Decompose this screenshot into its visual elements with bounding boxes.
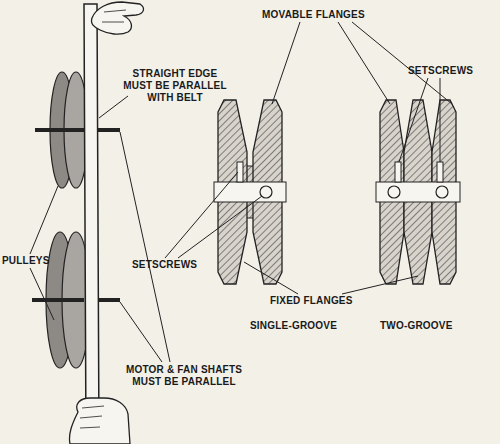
callout-label: SINGLE-GROOVE <box>250 320 345 332</box>
upper-hand <box>91 2 143 34</box>
setscrew-hole <box>388 186 400 198</box>
lower-hand <box>69 398 130 444</box>
leader-line <box>178 196 262 258</box>
callout-label: FIXED FLANGES <box>270 295 370 307</box>
lower-shaft-end <box>98 298 120 302</box>
leader-line <box>352 22 452 104</box>
leader-line <box>120 132 170 362</box>
shaft-bore <box>376 182 460 202</box>
upper-shaft <box>35 128 84 132</box>
setscrew <box>395 162 401 182</box>
leader-line <box>272 22 300 104</box>
lower-shaft <box>32 298 84 302</box>
leader-lines <box>30 22 452 362</box>
upper-shaft-end <box>97 128 120 132</box>
leader-line <box>244 262 298 294</box>
callout-label: SETSCREWS <box>408 65 488 77</box>
leader-line <box>165 172 238 258</box>
callout-label: TWO-GROOVE <box>380 320 470 332</box>
setscrew <box>437 162 443 182</box>
leader-line <box>99 96 128 118</box>
callout-label: STRAIGHT EDGE MUST BE PARALLEL WITH BELT <box>120 68 230 104</box>
callout-label: MOVABLE FLANGES <box>262 9 392 21</box>
leader-line <box>342 276 418 294</box>
finger-lines <box>80 406 104 428</box>
leader-line <box>120 302 162 362</box>
finger-lines <box>102 10 126 22</box>
callout-label: SETSCREWS <box>132 259 212 271</box>
leader-line <box>440 78 441 162</box>
leader-line <box>338 22 390 104</box>
leader-line <box>30 186 58 254</box>
shaft-bore <box>214 182 286 202</box>
straight-edge <box>84 4 99 442</box>
callout-label: PULLEYS <box>2 255 64 267</box>
callout-label: MOTOR & FAN SHAFTS MUST BE PARALLEL <box>120 364 248 388</box>
leader-line <box>399 78 428 162</box>
setscrew-hole <box>436 186 448 198</box>
leader-line <box>30 268 54 320</box>
